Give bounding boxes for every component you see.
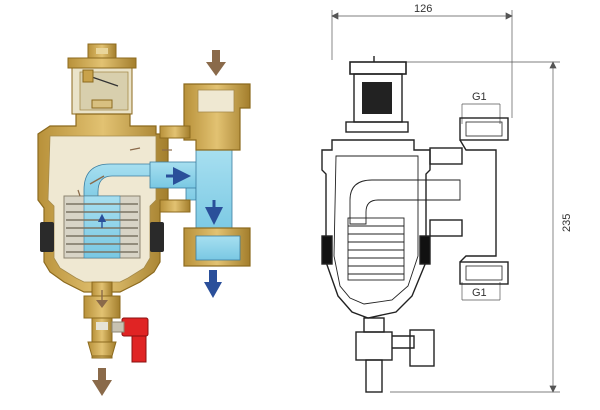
drain-flow-arrow: [92, 368, 112, 396]
thread-bottom-label: G1: [472, 287, 487, 299]
overall-height-label: 235: [561, 214, 573, 232]
width-dimension: [331, 10, 513, 118]
filter-cartridge: [63, 189, 141, 259]
overall-width-label: 126: [414, 3, 432, 15]
drain-assembly: [83, 281, 149, 363]
inlet-flow-arrow: [206, 50, 226, 76]
drain-valve-handle: [111, 317, 149, 363]
drawing-vent-cap: [345, 56, 409, 133]
height-dimension: [390, 61, 560, 393]
connection-housing: [129, 83, 251, 267]
outlet-flow-arrow: [204, 270, 222, 298]
air-vent-cap: [67, 43, 137, 115]
drawing-body: [321, 139, 461, 319]
thread-bottom-dimension: [461, 282, 501, 301]
thread-top-label: G1: [472, 91, 487, 103]
drawing-drain: [355, 317, 435, 393]
technical-drawing: 126 235 G1 G1: [321, 3, 573, 393]
drawing-pipe-housing: [429, 117, 509, 285]
thread-top-dimension: [461, 103, 501, 124]
cutaway-illustration: [37, 43, 251, 396]
